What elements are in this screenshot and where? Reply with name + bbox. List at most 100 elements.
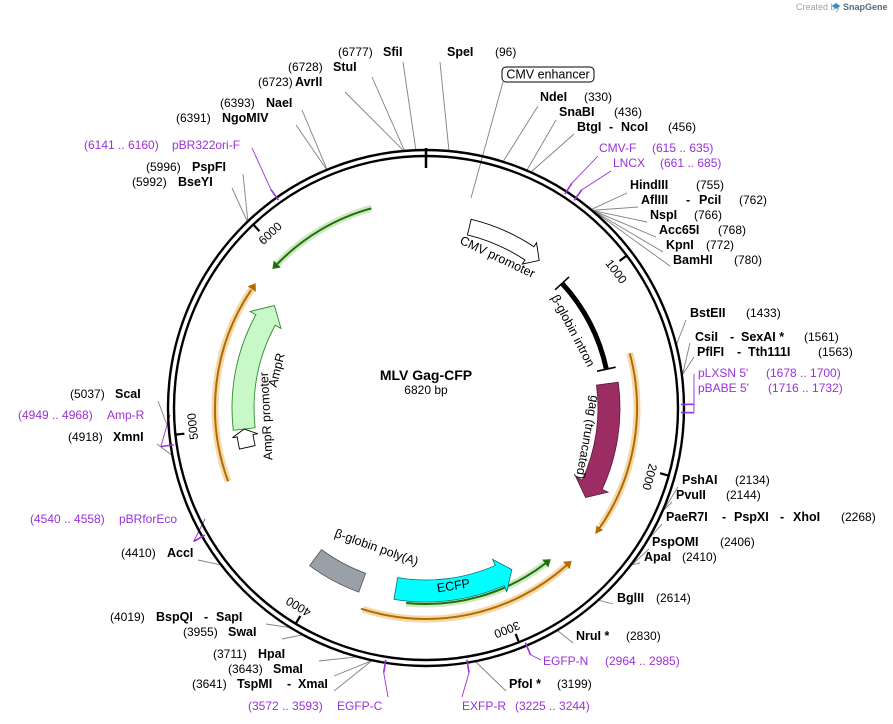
enzyme-acci[interactable]: AccI: [167, 546, 193, 560]
enzyme-leader-line: [599, 599, 614, 605]
enzyme-smai-pos: (3643): [228, 662, 263, 676]
primer-egfp-n[interactable]: EGFP-N: [543, 654, 588, 668]
enzyme-ncoi[interactable]: NcoI: [621, 120, 648, 134]
primer-amp-r[interactable]: Amp-R: [107, 408, 145, 422]
enzyme-avrii[interactable]: AvrII: [295, 75, 322, 89]
enzyme-xmai[interactable]: XmaI: [298, 677, 328, 691]
primer-mark: [524, 642, 532, 656]
feature-ampr[interactable]: [231, 305, 282, 431]
feature-label-cmv-enhancer[interactable]: CMV enhancer: [506, 68, 589, 82]
primer-pbabe-5[interactable]: pBABE 5': [698, 381, 749, 395]
feature-gag[interactable]: [575, 381, 621, 499]
feature-label-globin-intron[interactable]: β-globin intron: [548, 292, 597, 369]
enzyme-bseyi-pos: (5992): [132, 175, 167, 189]
scale-tick: [618, 254, 629, 262]
tick-label-4000: 4000: [283, 594, 313, 620]
enzyme-spei[interactable]: SpeI: [447, 45, 473, 59]
enzyme-sfii[interactable]: SfiI: [383, 45, 402, 59]
enzyme-stui[interactable]: StuI: [333, 60, 357, 74]
primer-leader-line: [581, 170, 612, 191]
orf-green-upper: [276, 207, 372, 265]
enzyme-btgi[interactable]: BtgI: [577, 120, 601, 134]
feature-cmv-promoter[interactable]: [466, 218, 540, 265]
enzyme-nrui[interactable]: NruI *: [576, 629, 609, 643]
enzyme-swai[interactable]: SwaI: [228, 625, 257, 639]
orf-arrow-head: [247, 283, 256, 292]
enzyme-apai-pos: (2410): [682, 550, 717, 564]
feature-label-ecfp[interactable]: ECFP: [436, 576, 471, 595]
feature-ecfp[interactable]: [393, 558, 513, 603]
enzyme-paer7i[interactable]: PaeR7I: [666, 510, 708, 524]
enzyme-naei[interactable]: NaeI: [266, 96, 292, 110]
cmv-enhancer-box[interactable]: [501, 66, 595, 83]
enzyme-leader-line: [333, 660, 371, 677]
enzyme-hpai[interactable]: HpaI: [258, 647, 285, 661]
enzyme-pshai[interactable]: PshAI: [682, 473, 717, 487]
enzyme-sapi[interactable]: SapI: [216, 610, 242, 624]
enzyme-tspmi-dash: -: [287, 677, 291, 691]
enzyme-leader-line: [295, 124, 327, 170]
feature-globin-polya[interactable]: [309, 549, 367, 593]
enzyme-xmni[interactable]: XmnI: [113, 430, 144, 444]
enzyme-xhoi[interactable]: XhoI: [793, 510, 820, 524]
enzyme-tth111i[interactable]: Tth111I: [748, 345, 790, 359]
enzyme-afliii[interactable]: AflIII: [641, 193, 668, 207]
enzyme-hindiii-pos: (755): [696, 178, 724, 192]
primer-lncx[interactable]: LNCX: [613, 156, 645, 170]
enzyme-tspmi[interactable]: TspMI: [237, 677, 272, 691]
enzyme-naei-pos: (6393): [220, 96, 255, 110]
enzyme-snabi[interactable]: SnaBI: [559, 105, 594, 119]
feature-globin-intron[interactable]: [560, 281, 609, 370]
enzyme-bsteii[interactable]: BstEII: [690, 306, 725, 320]
enzyme-leader-line: [593, 210, 648, 223]
enzyme-bglii[interactable]: BglII: [617, 591, 644, 605]
enzyme-pspfi[interactable]: PspFI: [192, 160, 226, 174]
feature-label-globin-polya[interactable]: β-globin poly(A): [333, 526, 420, 569]
enzyme-smai[interactable]: SmaI: [273, 662, 303, 676]
enzyme-pspxi[interactable]: PspXI: [734, 510, 769, 524]
enzyme-pspomi[interactable]: PspOMI: [652, 535, 699, 549]
primer-pbrforeco[interactable]: pBRforEco: [119, 512, 177, 526]
primer-plxsn-5[interactable]: pLXSN 5': [698, 366, 748, 380]
enzyme-sexai[interactable]: SexAI *: [741, 330, 784, 344]
enzyme-pflfi[interactable]: PflFI: [697, 345, 724, 359]
enzyme-btgi-dash: -: [609, 120, 613, 134]
orf-lower: [360, 564, 568, 620]
enzyme-bamhi[interactable]: BamHI: [673, 253, 713, 267]
enzyme-btgi-pos: (456): [668, 120, 696, 134]
primer-mark: [382, 659, 387, 673]
enzyme-nspi[interactable]: NspI: [650, 208, 677, 222]
primer-pbr322ori-f-range: (6141 .. 6160): [84, 138, 159, 152]
enzyme-pvuii[interactable]: PvuII: [676, 488, 706, 502]
enzyme-bseyi[interactable]: BseYI: [178, 175, 213, 189]
enzyme-csii[interactable]: CsiI: [695, 330, 718, 344]
feature-ampr-promoter[interactable]: [232, 428, 258, 450]
enzyme-leader-line: [682, 356, 695, 375]
enzyme-leader-line: [594, 211, 664, 253]
feature-label-ampr-promoter[interactable]: AmpR promoter: [257, 372, 275, 461]
primer-leader-line: [251, 147, 272, 190]
enzyme-apai[interactable]: ApaI: [644, 550, 671, 564]
enzyme-leader-line: [632, 562, 641, 566]
enzyme-bspqi[interactable]: BspQI: [156, 610, 193, 624]
enzyme-snabi-pos: (436): [614, 105, 642, 119]
enzyme-ndei[interactable]: NdeI: [540, 90, 567, 104]
primer-exfp-r[interactable]: EXFP-R: [462, 699, 506, 713]
enzyme-pfoi[interactable]: PfoI *: [509, 677, 541, 691]
scale-tick: [659, 472, 671, 477]
enzyme-avrii-pos: (6723): [258, 75, 293, 89]
enzyme-pcii[interactable]: PciI: [699, 193, 721, 207]
primer-egfp-c[interactable]: EGFP-C: [337, 699, 383, 713]
enzyme-scai[interactable]: ScaI: [115, 387, 141, 401]
enzyme-stui-pos: (6728): [288, 60, 323, 74]
enzyme-kpni[interactable]: KpnI: [666, 238, 694, 252]
enzyme-ngomiv[interactable]: NgoMIV: [222, 111, 269, 125]
primer-cmv-f[interactable]: CMV-F: [599, 141, 636, 155]
enzyme-leader-line: [593, 206, 639, 211]
primer-egfp-n-range: (2964 .. 2985): [605, 654, 680, 668]
primer-pbr322ori-f[interactable]: pBR322ori-F: [172, 138, 240, 152]
enzyme-paer7i-pos: (2268): [841, 510, 876, 524]
scale-tick: [514, 633, 521, 644]
enzyme-acc65i[interactable]: Acc65I: [659, 223, 699, 237]
enzyme-hindiii[interactable]: HindIII: [630, 178, 668, 192]
